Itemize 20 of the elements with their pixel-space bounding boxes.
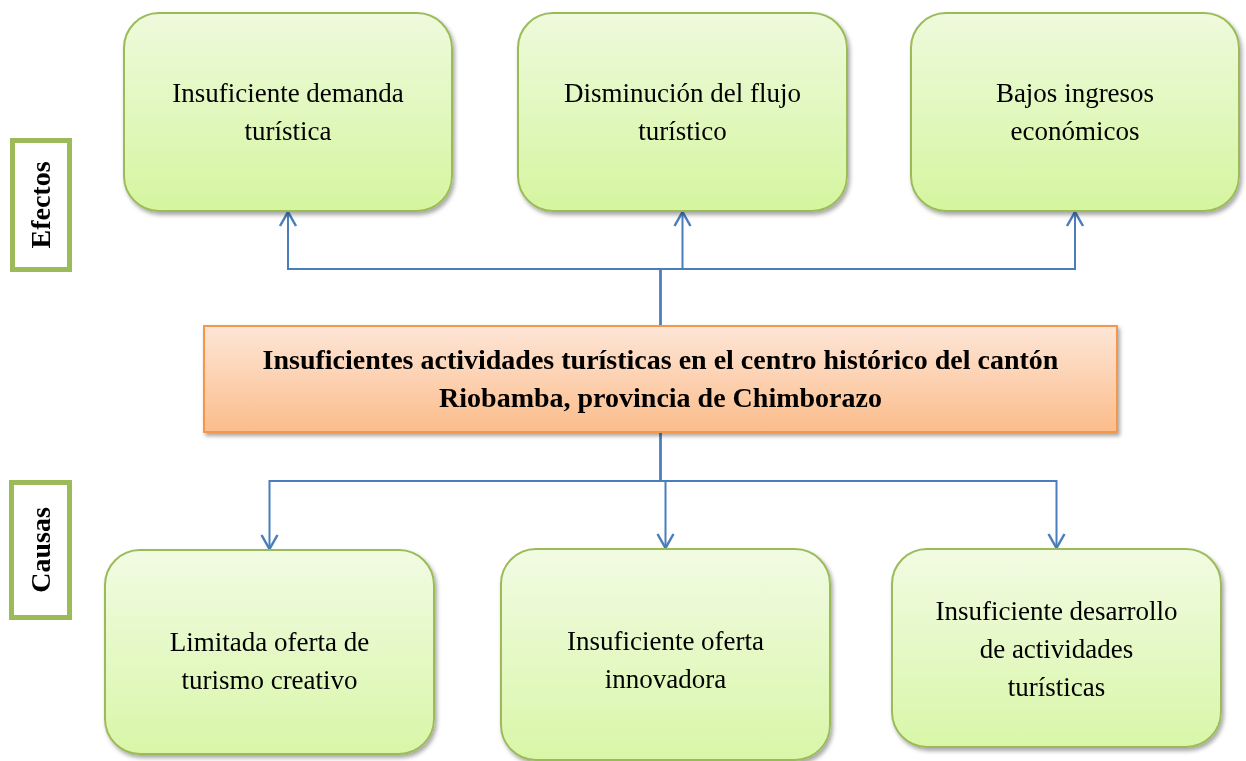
- cause-box: [891, 548, 1222, 748]
- arrow: [659, 210, 1085, 326]
- effect-box: [123, 12, 453, 212]
- effect-text: Bajos ingresos económicos: [994, 77, 1156, 148]
- problem-text: Insuficientes actividades turísticas en el centro histórico del cantón Riobamba, provincia de Chimborazo: [261, 343, 1060, 415]
- effect-box: [517, 12, 848, 212]
- section-label: Causas: [23, 507, 57, 593]
- cause-text: Limitada oferta de turismo creativo: [168, 626, 371, 697]
- arrow: [659, 432, 1066, 550]
- problem-box: [203, 325, 1118, 433]
- effect-text: Disminución del flujo turístico: [563, 77, 802, 148]
- section-label: Efectos: [24, 161, 57, 249]
- cause-text: Insuficiente oferta innovadora: [565, 625, 766, 696]
- cause-box: [104, 549, 435, 755]
- cause-text: Insuficiente desarrollo de actividades turísticas: [934, 595, 1179, 704]
- section-label-box: [9, 480, 72, 620]
- effect-box: [910, 12, 1240, 212]
- section-label-box: [10, 138, 72, 272]
- effect-text: Insuficiente demanda turística: [171, 77, 405, 148]
- cause-box: [500, 548, 831, 761]
